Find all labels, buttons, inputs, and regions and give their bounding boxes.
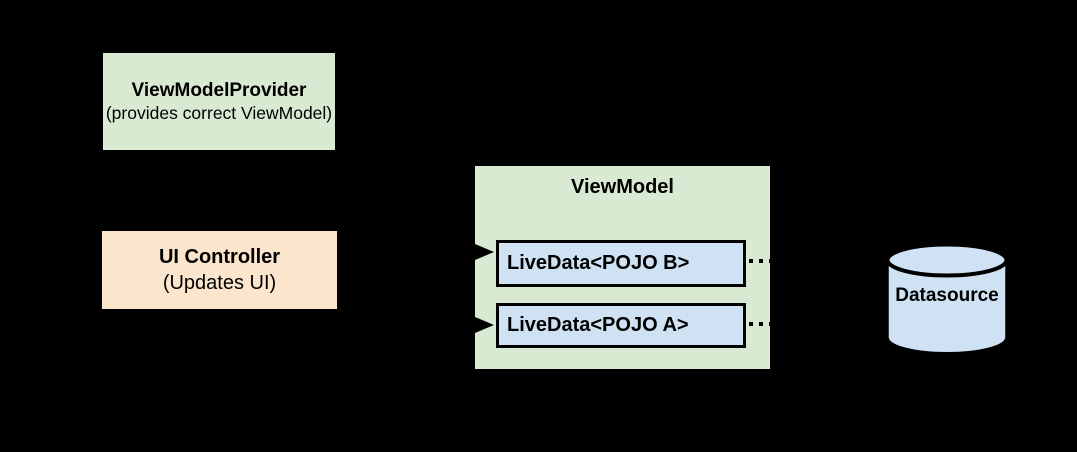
viewmodel-title: ViewModel bbox=[571, 176, 674, 198]
node-viewmodelprovider: ViewModelProvider (provides correct View… bbox=[103, 53, 335, 150]
dotted-connector-livedata-b-to-datasource bbox=[749, 259, 770, 263]
viewmodelprovider-title: ViewModelProvider bbox=[131, 79, 307, 101]
ui-controller-subtitle: (Updates UI) bbox=[162, 272, 277, 294]
ui-controller-title: UI Controller bbox=[158, 246, 281, 268]
viewmodelprovider-subtitle: (provides correct ViewModel) bbox=[105, 102, 333, 123]
node-livedata-pojo-a: LiveData<POJO A> bbox=[496, 303, 746, 348]
node-livedata-pojo-b: LiveData<POJO B> bbox=[496, 240, 746, 287]
arrowhead-icon-into-livedata-b bbox=[475, 244, 494, 260]
datasource-cylinder-icon bbox=[885, 242, 1009, 355]
datasource-label: Datasource bbox=[895, 285, 999, 306]
node-ui-controller: UI Controller (Updates UI) bbox=[102, 231, 337, 309]
node-viewmodel: ViewModel LiveData<POJO B> LiveData<POJO… bbox=[475, 166, 770, 369]
arrowhead-icon-into-livedata-a bbox=[475, 317, 494, 333]
dotted-connector-livedata-a-to-datasource bbox=[749, 322, 770, 326]
